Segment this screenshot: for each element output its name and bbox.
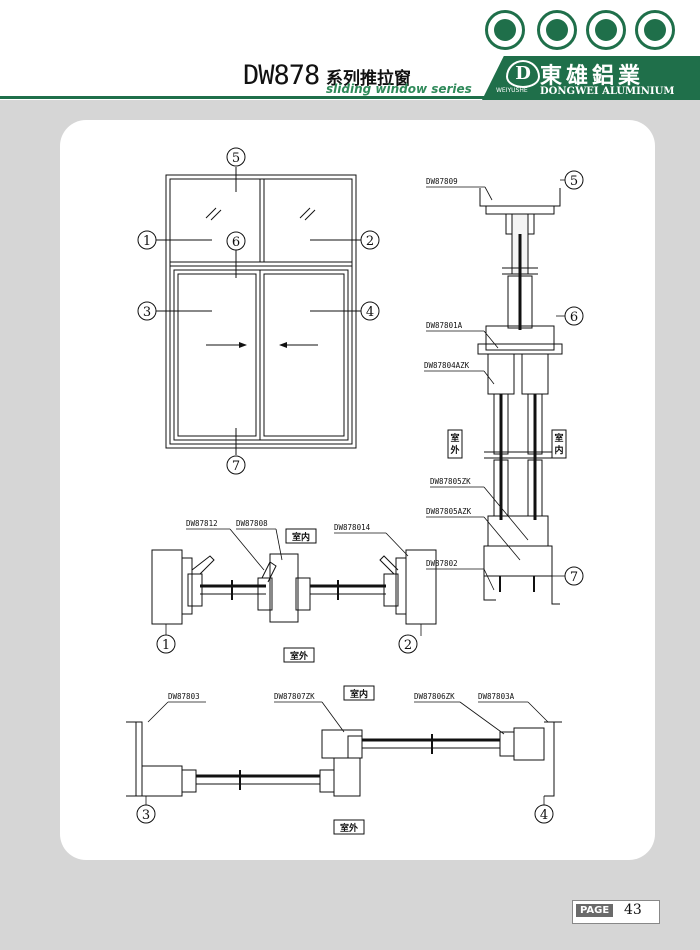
callout-2: 2 (360, 230, 380, 250)
elevation-callouts: 1 2 3 4 5 6 7 (137, 147, 380, 475)
vs-callout-6: 6 (564, 306, 584, 326)
right-sash (259, 269, 349, 441)
label-DW87805ZK: DW87805ZK (430, 477, 471, 486)
svg-text:3: 3 (142, 808, 150, 823)
svg-text:4: 4 (366, 305, 374, 320)
callout-1: 1 (137, 230, 157, 250)
brand-name-en-small: WEIYUSHE (496, 87, 528, 94)
left-jamb (151, 549, 183, 625)
horizontal-section-bottom-labels: DW87803 DW87807ZK DW87806ZK DW87803A 室内 … (136, 685, 554, 835)
hsb-inside-label: 室内 (350, 688, 368, 700)
label-DW878014: DW878014 (334, 523, 371, 532)
hsb-inside-box (343, 685, 375, 701)
vertical-section (477, 188, 563, 605)
svg-text:2: 2 (366, 234, 374, 249)
label-DW87801A: DW87801A (426, 321, 463, 330)
outside-box (447, 429, 463, 459)
label-DW87802: DW87802 (426, 559, 458, 568)
hsb-callout-4: 4 (534, 804, 554, 824)
svg-text:5: 5 (232, 151, 240, 166)
hsb-outside-label: 室外 (340, 822, 358, 834)
left-sash (173, 269, 261, 441)
svg-text:1: 1 (162, 638, 170, 653)
label-DW87807ZK: DW87807ZK (274, 692, 315, 701)
hst-inside-label: 室内 (292, 531, 310, 543)
label-DW87812: DW87812 (186, 519, 218, 528)
page-title-model: DW878 (243, 60, 320, 91)
label-DW87803A: DW87803A (478, 692, 515, 701)
cert-icon-1 (485, 10, 525, 50)
hsb-outside-box (333, 819, 365, 835)
label-DW87803: DW87803 (168, 692, 200, 701)
svg-text:7: 7 (570, 570, 578, 585)
drawing-panel (60, 120, 655, 860)
page-title-series-en: sliding window series (326, 82, 472, 96)
svg-text:2: 2 (404, 638, 412, 653)
hst-inside-box (285, 528, 317, 544)
brand-logo-icon: D (506, 60, 540, 88)
callout-6: 6 (226, 231, 246, 251)
page-number: 43 (624, 902, 642, 918)
vs-callout-5: 5 (564, 170, 584, 190)
callout-5: 5 (226, 147, 246, 167)
horizontal-section-top (151, 549, 437, 625)
left-frame (126, 721, 137, 797)
label-DW87809: DW87809 (426, 177, 458, 186)
callout-3: 3 (137, 301, 157, 321)
svg-text:7: 7 (232, 459, 240, 474)
hsb-callout-3: 3 (136, 804, 156, 824)
horizontal-section-bottom (126, 721, 562, 797)
hst-callout-2: 2 (398, 634, 418, 654)
inside-box (551, 429, 567, 459)
callout-7: 7 (226, 455, 246, 475)
hst-outside-label: 室外 (290, 650, 308, 662)
outside-label-top: 室 (450, 432, 459, 444)
window-elevation (156, 167, 361, 455)
inside-label-bottom: 内 (554, 444, 563, 456)
cert-icon-2 (537, 10, 577, 50)
page-label: PAGE (576, 904, 614, 917)
cert-icon-4 (635, 10, 675, 50)
svg-text:5: 5 (570, 174, 578, 189)
cert-icon-3 (586, 10, 626, 50)
inside-label-top: 室 (554, 432, 563, 444)
hst-outside-box (283, 647, 315, 663)
outside-label-bottom: 外 (449, 444, 459, 456)
meeting-stile (269, 553, 299, 623)
brand-name-cn: 東雄鋁業 (540, 63, 645, 89)
vs-callout-7: 7 (564, 566, 584, 586)
vertical-section-labels: DW87809 DW87801A DW87804AZK DW87805ZK DW… (424, 170, 584, 591)
label-DW87806ZK: DW87806ZK (414, 692, 455, 701)
svg-text:6: 6 (570, 310, 578, 325)
svg-text:3: 3 (143, 305, 151, 320)
label-DW87804AZK: DW87804AZK (424, 361, 470, 370)
horizontal-section-top-labels: DW87812 DW87808 DW878014 室内 室外 1 2 (156, 519, 422, 663)
svg-text:4: 4 (540, 808, 548, 823)
page-title-series-cn: 系列推拉窗 (326, 69, 411, 89)
label-DW87805AZK: DW87805AZK (426, 507, 472, 516)
label-DW87808: DW87808 (236, 519, 268, 528)
hst-callout-1: 1 (156, 634, 176, 654)
svg-text:6: 6 (232, 235, 240, 250)
svg-text:1: 1 (143, 234, 151, 249)
callout-4: 4 (360, 301, 380, 321)
brand-name-en: DONGWEI ALUMINIUM (540, 86, 675, 97)
header-rule (0, 96, 700, 99)
